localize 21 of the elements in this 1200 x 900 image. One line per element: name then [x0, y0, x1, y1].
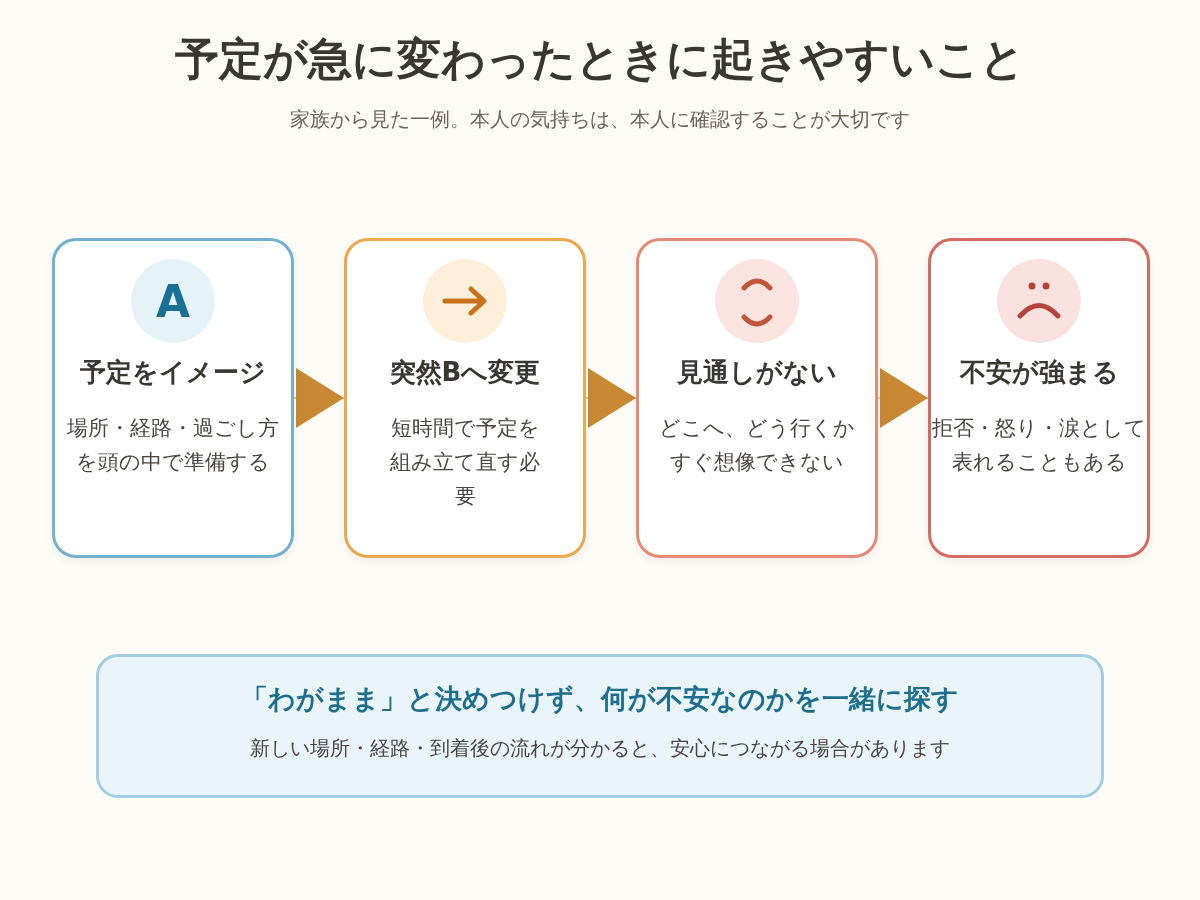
step-description: 場所・経路・過ごし方を頭の中で準備する [66, 415, 280, 476]
step-description: どこへ、どう行くかすぐ想像できない [659, 415, 855, 476]
step-heading: 不安が強まる [958, 356, 1120, 389]
flow-arrow [585, 368, 637, 428]
message-panel [96, 654, 1104, 798]
message-heading: 「わがまま」と決めつけず、何が不安なのかを一緒に探す [240, 682, 960, 716]
step-card [928, 238, 1150, 558]
letter-badge: A [131, 259, 215, 343]
flow-arrow [877, 368, 929, 428]
step-heading: 予定をイメージ [79, 356, 267, 389]
message-body: 新しい場所・経路・到着後の流れが分かると、安心につながる場合があります [249, 735, 951, 762]
step-heading: 見通しがない [676, 356, 838, 389]
step-card [344, 238, 586, 558]
title: 予定が急に変わったときに起きやすいこと [174, 32, 1026, 86]
subtitle: 家族から見た一例。本人の気持ちは、本人に確認することが大切です [289, 106, 911, 133]
step-card [52, 238, 294, 558]
step-card [636, 238, 878, 558]
flow-arrow [293, 368, 345, 428]
step-heading: 突然Bへ変更 [388, 356, 542, 389]
step-description: 拒否・怒り・涙として表れることもある [932, 415, 1146, 476]
step-description: 短時間で予定を組み立て直す必要 [389, 415, 541, 510]
